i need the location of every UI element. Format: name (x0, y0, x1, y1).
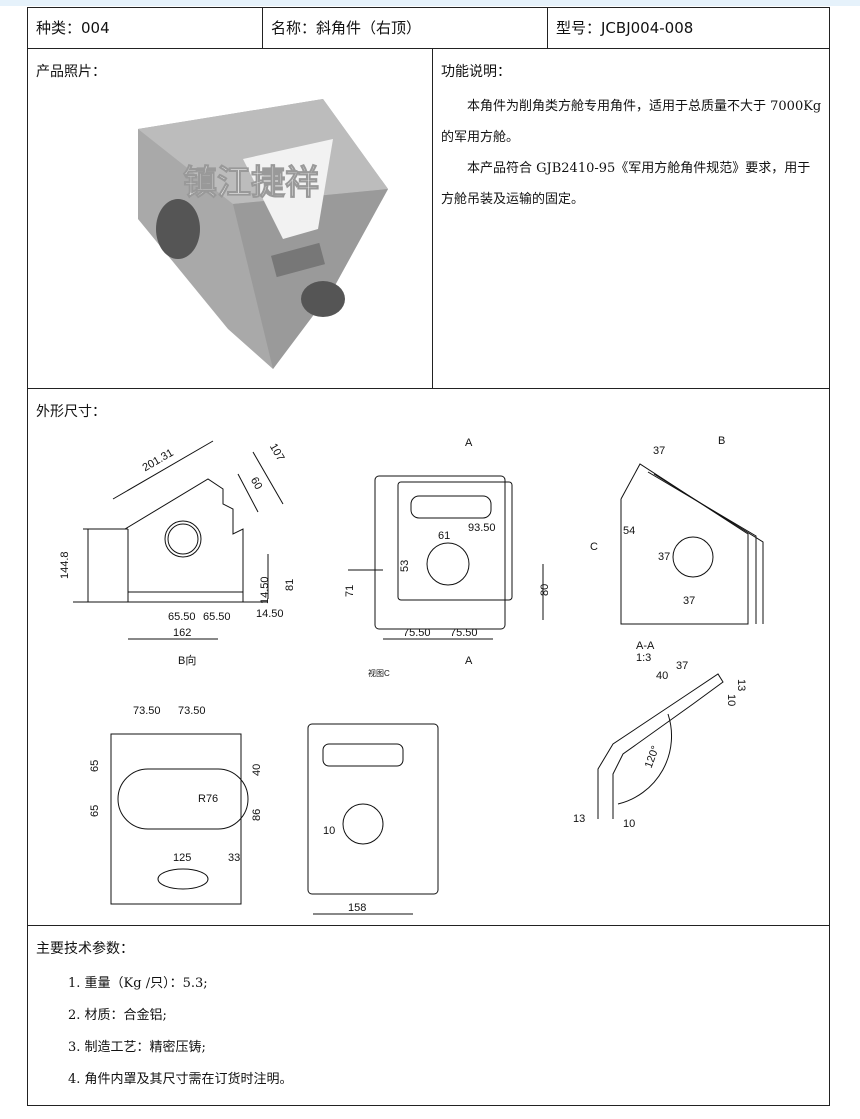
dim-label: 86 (251, 809, 263, 821)
dim-label: 60 (248, 475, 265, 492)
spec-sheet: 种类：004 名称：斜角件（右顶） 型号：JCBJ004-008 产品照片： 镇… (27, 7, 830, 1106)
param-item: 1. 重量（Kg /只）：5.3; (68, 976, 208, 991)
params-cell: 主要技术参数： 1. 重量（Kg /只）：5.3; 2. 材质：合金铝; 3. … (28, 926, 829, 1105)
dim-label: 201.31 (141, 447, 176, 474)
function-label: 功能说明： (441, 64, 511, 80)
section-view (597, 673, 724, 819)
params-list: 1. 重量（Kg /只）：5.3; 2. 材质：合金铝; 3. 制造工艺：精密压… (68, 968, 293, 1096)
dim-label: 40 (656, 670, 668, 682)
dim-label: 73.50 (133, 705, 161, 717)
view-front (348, 475, 544, 640)
dim-label: 75.50 (403, 627, 431, 639)
dim-label: 65.50 (168, 611, 196, 623)
param-item: 4. 角件内罩及其尺寸需在订货时注明。 (68, 1072, 293, 1087)
photo-label: 产品照片： (36, 64, 106, 80)
view-marker: C (590, 541, 598, 553)
view-end (620, 463, 764, 625)
category-cell: 种类：004 (28, 8, 263, 49)
dim-label: 33 (228, 852, 240, 864)
dim-label: 65.50 (203, 611, 231, 623)
function-paragraph: 本角件为削角类方舱专用角件，适用于总质量不大于 7000Kg 的军用方舱。 (441, 99, 822, 145)
function-paragraph: 本产品符合 GJB2410-95《军用方舱角件规范》要求，用于方舱吊装及运输的固… (441, 161, 811, 207)
dim-label: 53 (399, 560, 411, 572)
dim-label: 73.50 (178, 705, 206, 717)
dim-label: 65 (89, 760, 101, 772)
dim-label: 10 (323, 825, 335, 837)
dim-label: 14.50 (259, 576, 271, 604)
view-bottom (110, 733, 249, 905)
dim-label: 37 (676, 660, 688, 672)
param-item: 2. 材质：合金铝; (68, 1008, 167, 1023)
dim-label: 13 (573, 813, 585, 825)
view-top (307, 723, 439, 915)
dim-label: 80 (539, 584, 551, 596)
section-title: A-A (636, 640, 655, 652)
section-marker: A (465, 655, 473, 667)
name-cell: 名称：斜角件（右顶） (263, 8, 548, 49)
dim-label: 125 (173, 852, 191, 864)
dim-label: 75.50 (450, 627, 478, 639)
watermark: 镇江捷祥 (183, 164, 319, 202)
dim-label: 93.50 (468, 522, 496, 534)
dim-label: 37 (658, 551, 670, 563)
param-item: 3. 制造工艺：精密压铸; (68, 1040, 206, 1055)
function-cell: 功能说明： 本角件为削角类方舱专用角件，适用于总质量不大于 7000Kg 的军用… (433, 49, 829, 389)
view-caption: 视图C (368, 668, 390, 678)
dim-label: 71 (344, 585, 356, 597)
model-cell: 型号：JCBJ004-008 (548, 8, 829, 49)
photo-cell: 产品照片： 镇江捷祥 (28, 49, 433, 389)
dim-label: 14.50 (256, 608, 284, 620)
technical-drawings: 201.31 107 60 144.8 14.50 81 65.50 65.50… (59, 435, 764, 915)
product-photo: 镇江捷祥 (138, 99, 388, 369)
dim-label: 37 (653, 445, 665, 457)
dimensions-cell: 外形尺寸： 201.31 107 60 144.8 14.50 81 65.50… (28, 389, 829, 926)
params-label: 主要技术参数： (36, 941, 134, 957)
dim-label: 10 (623, 818, 635, 830)
dim-label: 120° (643, 744, 662, 769)
dim-label: 65 (89, 805, 101, 817)
dimensions-label: 外形尺寸： (36, 404, 106, 420)
dim-label: 13 (735, 679, 747, 691)
dim-label: 107 (267, 441, 287, 463)
view-side (73, 440, 284, 640)
dim-label: 158 (348, 902, 366, 914)
dim-label: 54 (623, 525, 635, 537)
dim-label: 144.8 (59, 551, 71, 579)
top-strip (0, 0, 860, 6)
dim-label: 162 (173, 627, 191, 639)
dim-label: 37 (683, 595, 695, 607)
section-marker: A (465, 437, 473, 449)
view-caption: B向 (178, 653, 196, 667)
dim-label: R76 (198, 793, 218, 805)
dim-label: 10 (725, 694, 737, 706)
dim-label: 40 (251, 764, 263, 776)
section-scale: 1:3 (636, 652, 651, 664)
view-marker: B (718, 435, 725, 447)
dim-label: 81 (284, 579, 296, 591)
dim-label: 61 (438, 530, 450, 542)
